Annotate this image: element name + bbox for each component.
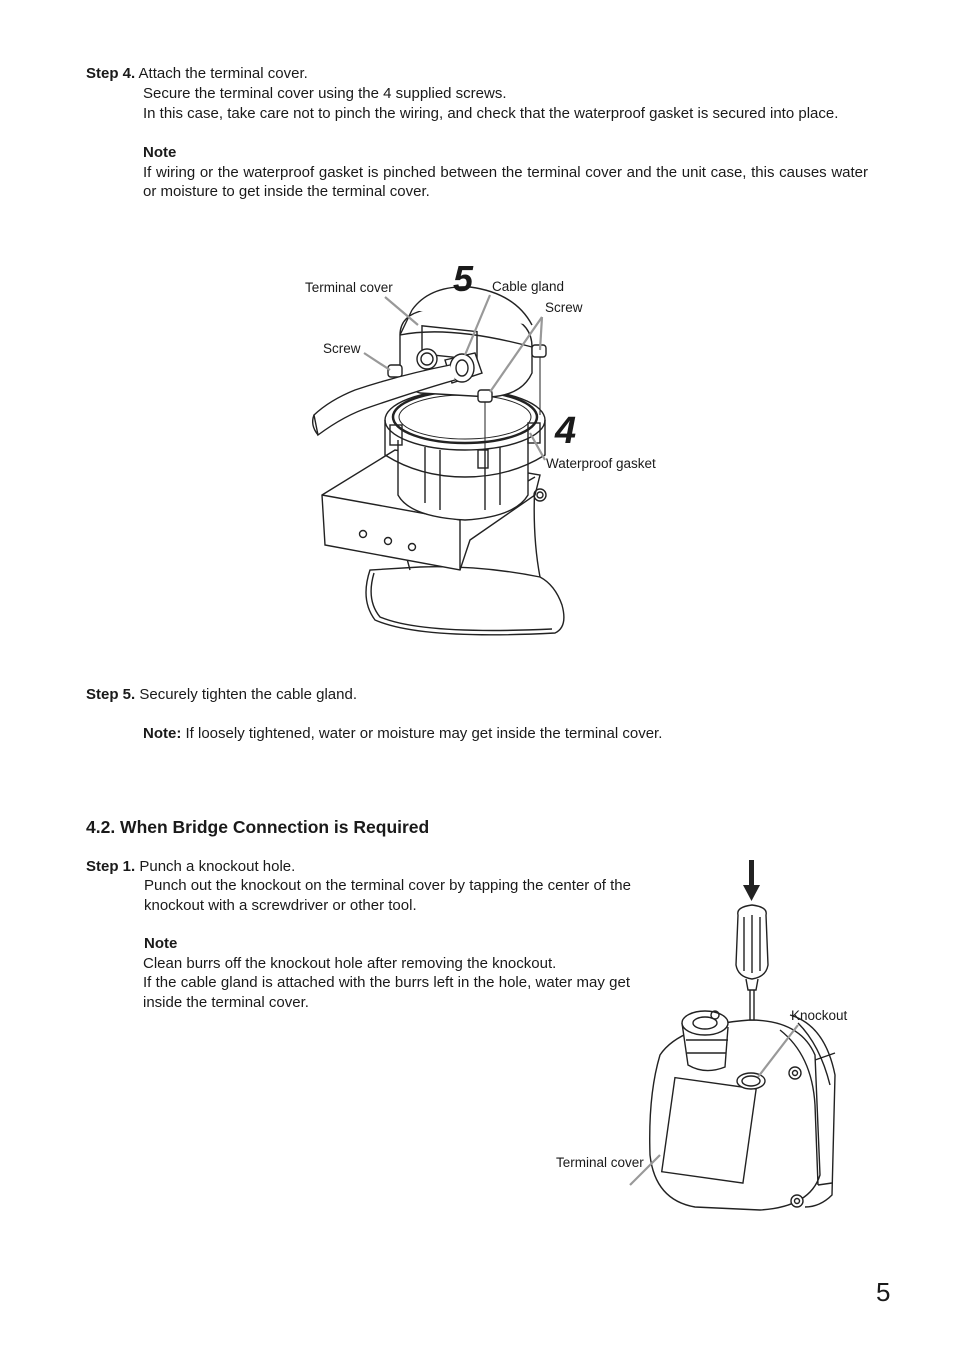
page-number: 5 bbox=[876, 1277, 891, 1307]
fig1-label-screw-left: Screw bbox=[323, 341, 361, 356]
speaker-assembly-illustration bbox=[311, 286, 565, 636]
step4-label: Step 4. bbox=[86, 65, 136, 82]
fig1-label-cable-gland: Cable gland bbox=[492, 279, 565, 294]
step1-body: Punch out the knockout on the terminal c… bbox=[144, 876, 642, 915]
knockout-illustration bbox=[629, 860, 836, 1211]
step4-title: Attach the terminal cover. bbox=[138, 65, 308, 82]
fig1-label-screw-right: Screw bbox=[545, 300, 583, 315]
fig1-label-terminal-cover: Terminal cover bbox=[305, 280, 393, 295]
step1-text: Punch out the knockout on the terminal c… bbox=[144, 877, 631, 914]
step1-note-line2: If the cable gland is attached with the … bbox=[143, 974, 630, 1011]
step5-note: Note: If loosely tightened, water or moi… bbox=[143, 724, 868, 744]
step4-note-heading: Note bbox=[143, 144, 177, 161]
fig1-callout-4: 4 bbox=[555, 410, 577, 452]
step1-note-line1: Clean burrs off the knockout hole after … bbox=[143, 954, 557, 972]
step5-title: Securely tighten the cable gland. bbox=[139, 686, 358, 703]
step4-line2: In this case, take care not to pinch the… bbox=[143, 104, 839, 122]
step1-note: Note Clean burrs off the knockout hole a… bbox=[143, 934, 630, 1012]
step5-block: Step 5. Securely tighten the cable gland… bbox=[86, 685, 868, 705]
step4-line1: Secure the terminal cover using the 4 su… bbox=[143, 85, 507, 102]
fig1-label-waterproof-gasket: Waterproof gasket bbox=[546, 456, 656, 471]
step1-title: Punch a knockout hole. bbox=[139, 858, 296, 875]
step4-heading-line: Step 4. Attach the terminal cover. bbox=[86, 64, 868, 84]
step4-note-text: If wiring or the waterproof gasket is pi… bbox=[143, 163, 868, 201]
step1-block: Step 1. Punch a knockout hole. bbox=[86, 857, 646, 877]
step1-note-heading: Note bbox=[144, 935, 178, 952]
step5-note-label: Note: bbox=[143, 725, 182, 742]
fig2-label-terminal-cover: Terminal cover bbox=[556, 1155, 644, 1170]
step5-note-text: If loosely tightened, water or moisture … bbox=[181, 725, 663, 742]
step4-body: Secure the terminal cover using the 4 su… bbox=[143, 84, 868, 202]
step1-label: Step 1. bbox=[86, 858, 136, 875]
step5-label: Step 5. bbox=[86, 686, 136, 703]
fig2-label-knockout: Knockout bbox=[791, 1008, 848, 1023]
section-heading: 4.2. When Bridge Connection is Required bbox=[86, 817, 430, 837]
fig1-callout-5: 5 bbox=[453, 258, 474, 299]
step4-block: Step 4. Attach the terminal cover. bbox=[86, 64, 868, 84]
